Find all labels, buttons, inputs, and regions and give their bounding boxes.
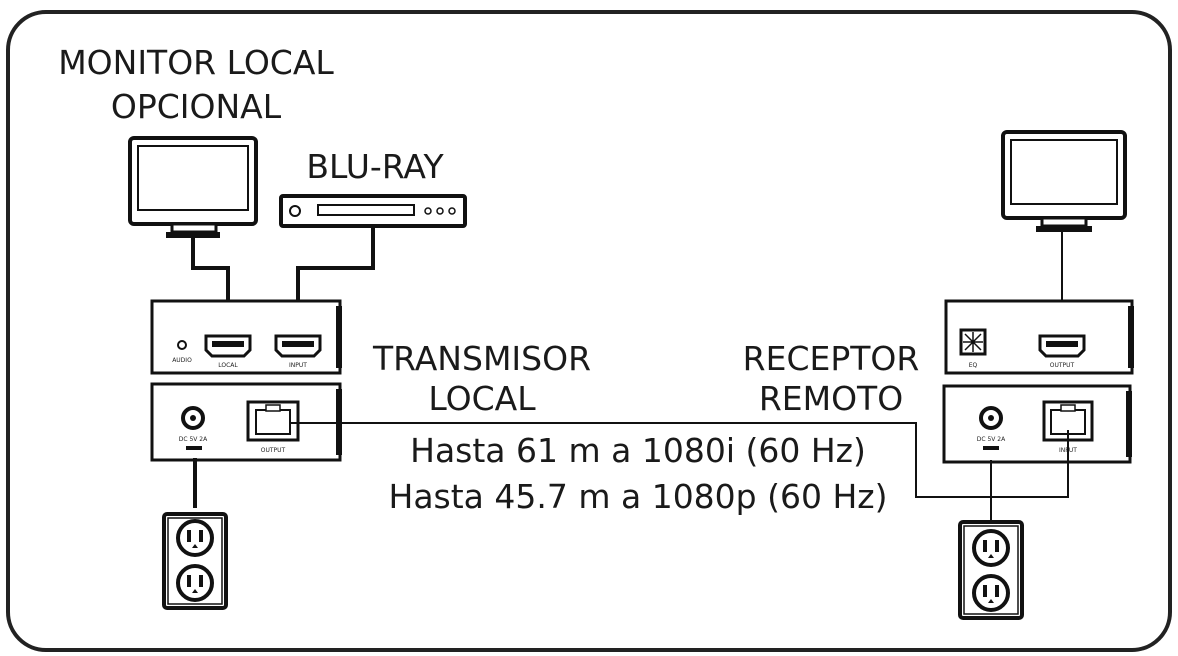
label-bluray: BLU-RAY	[306, 147, 444, 186]
label-distance-1080i: Hasta 61 m a 1080i (60 Hz)	[410, 431, 866, 470]
remote-monitor-icon	[1001, 130, 1127, 232]
local-monitor-icon	[128, 136, 258, 238]
right-power-outlet-icon	[958, 520, 1024, 620]
bluray-player-icon	[279, 194, 467, 228]
cable-ethernet-link	[290, 422, 1069, 498]
label-monitor-local-line2: OPCIONAL	[111, 87, 282, 126]
rx-eq-label: EQ	[969, 362, 978, 369]
transmitter-top-panel: AUDIO LOCAL INPUT	[150, 299, 342, 375]
tx-output-label: OUTPUT	[261, 447, 286, 454]
left-power-outlet-icon	[162, 512, 228, 610]
transmitter-bottom-panel: DC 5V 2A OUTPUT	[150, 382, 342, 462]
label-transmisor-line1: TRANSMISOR	[372, 339, 591, 378]
tx-input-label: INPUT	[289, 362, 307, 369]
diagram-border	[6, 10, 1172, 652]
tx-audio-label: AUDIO	[172, 357, 192, 364]
receiver-top-panel: EQ OUTPUT	[944, 299, 1134, 375]
label-receptor-line1: RECEPTOR	[743, 339, 920, 378]
tx-dc-label: DC 5V 2A	[179, 436, 208, 443]
label-monitor-local-line1: MONITOR LOCAL	[58, 43, 334, 82]
rx-dc-label: DC 5V 2A	[977, 436, 1006, 443]
label-distance-1080p: Hasta 45.7 m a 1080p (60 Hz)	[389, 477, 888, 516]
rx-output-label: OUTPUT	[1050, 362, 1075, 369]
receiver-bottom-panel: DC 5V 2A INPUT	[942, 384, 1132, 464]
label-transmisor-line2: LOCAL	[428, 379, 536, 418]
label-receptor-line2: REMOTO	[759, 379, 903, 418]
tx-local-label: LOCAL	[218, 362, 238, 369]
